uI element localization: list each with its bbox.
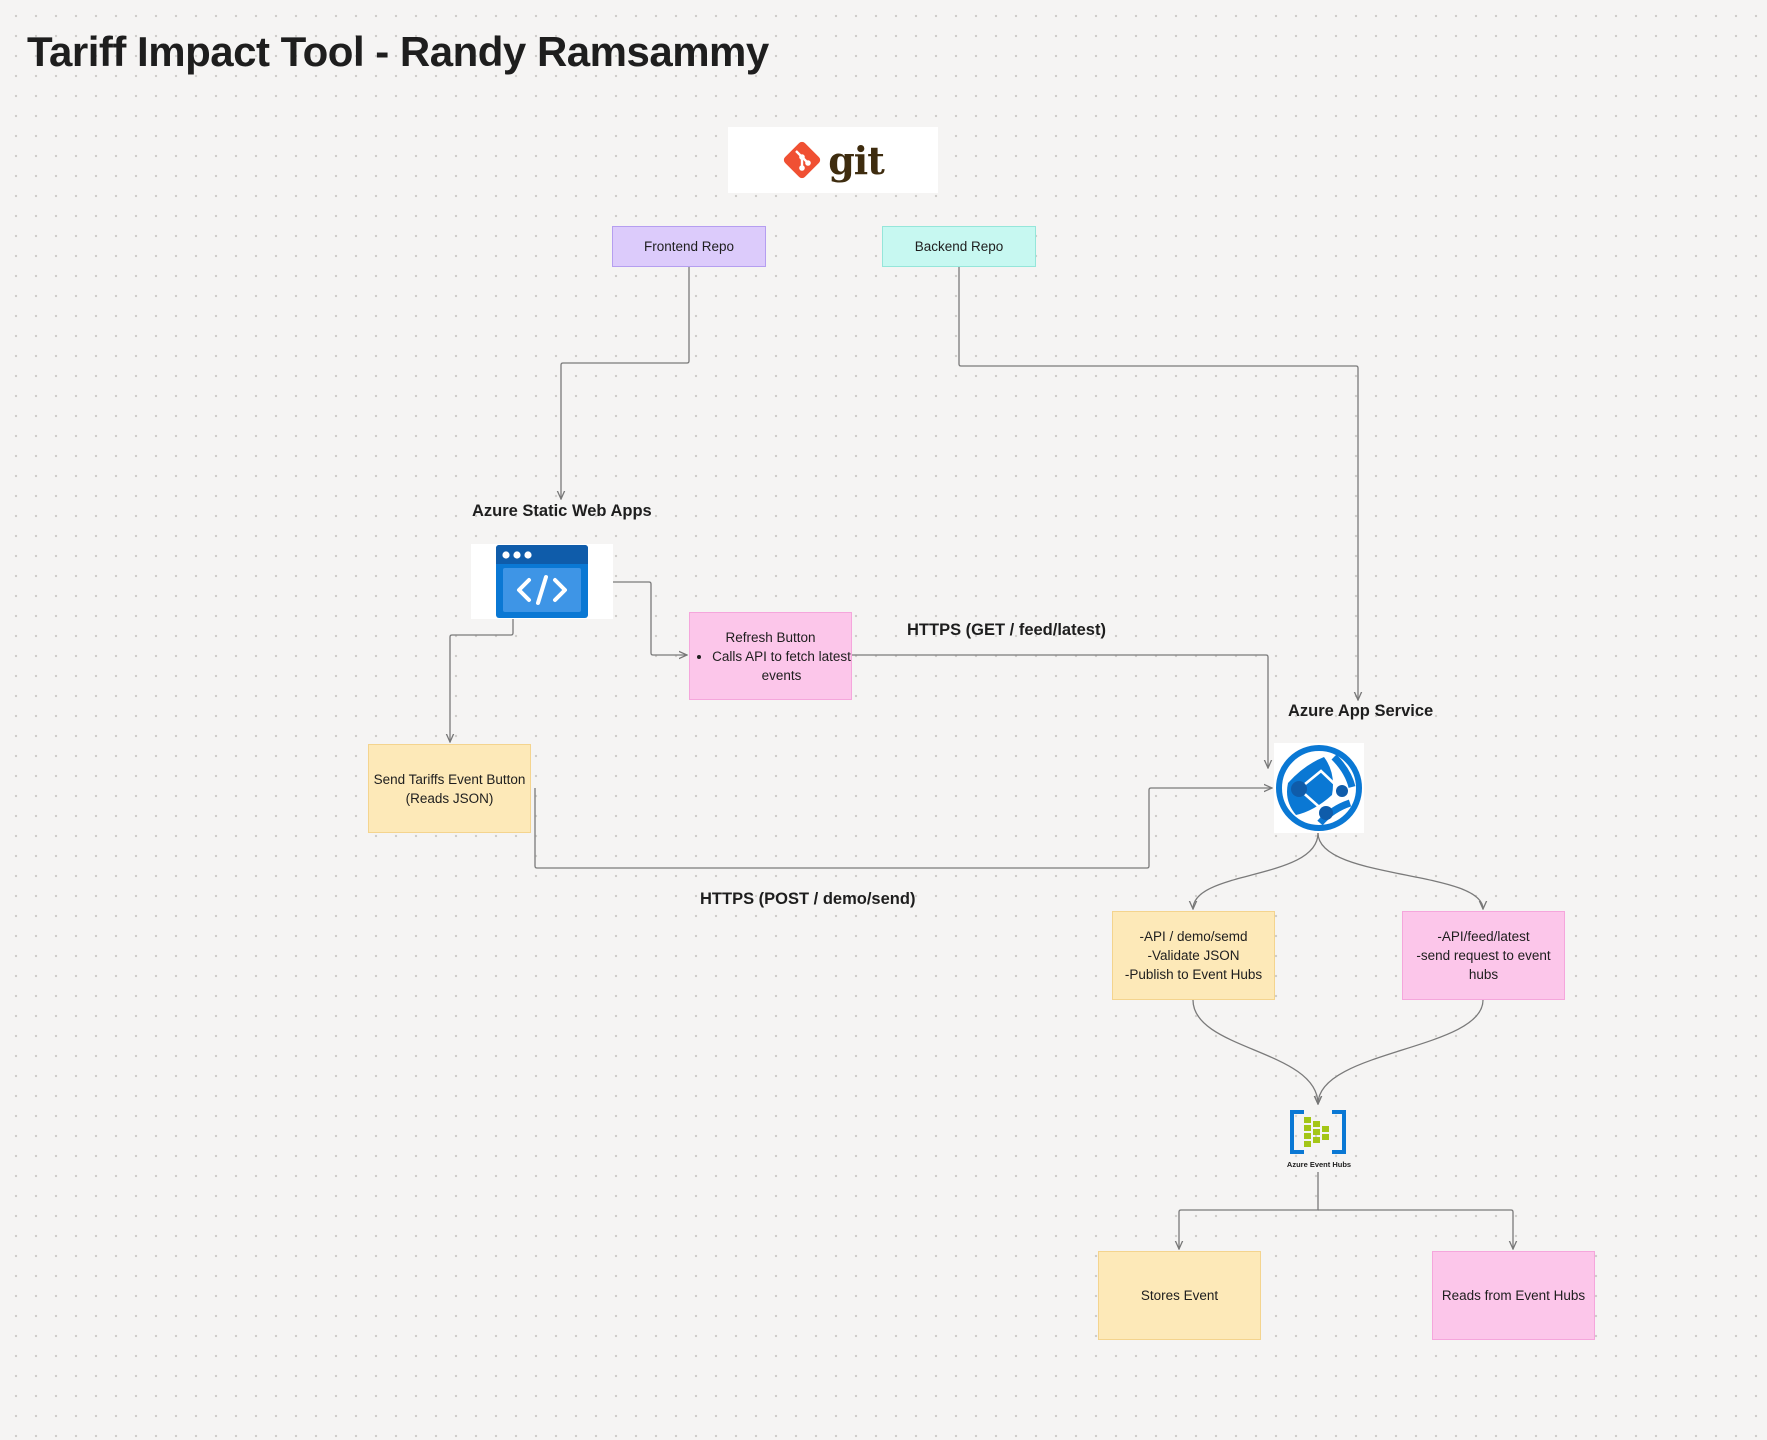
connector-static-web-apps-to-refresh[interactable] xyxy=(613,581,687,655)
git-wordmark: git xyxy=(828,137,885,183)
connector-send-button-to-app-service[interactable] xyxy=(534,788,1272,869)
app-service-icon xyxy=(1276,745,1362,831)
connector-static-web-apps-to-send-button[interactable] xyxy=(450,619,514,742)
connector-app-service-to-api-feed[interactable] xyxy=(1317,832,1483,909)
connector-api-feed-to-event-hubs[interactable] xyxy=(1318,999,1484,1104)
event-hubs-node[interactable] xyxy=(1286,1106,1350,1170)
connector-api-demo-to-event-hubs[interactable] xyxy=(1192,999,1318,1104)
api-feed-sticky[interactable]: -API/feed/latest -send request to event … xyxy=(1402,911,1565,1000)
api-demo-line: -Publish to Event Hubs xyxy=(1124,967,1263,982)
api-demo-line: -Validate JSON xyxy=(1147,948,1240,963)
reads-event-hubs-sticky[interactable]: Reads from Event Hubs xyxy=(1432,1251,1595,1340)
connector-backend-to-app-service[interactable] xyxy=(958,267,1358,700)
stores-event-sticky[interactable]: Stores Event xyxy=(1098,1251,1261,1340)
refresh-bullet-list: Calls API to fetch latest events xyxy=(690,647,851,685)
git-logo-icon xyxy=(784,141,821,179)
https-post-label: HTTPS (POST / demo/send) xyxy=(700,890,916,908)
api-demo-line: -API / demo/semd xyxy=(1139,929,1248,944)
board-title: Tariff Impact Tool - Randy Ramsammy xyxy=(27,28,769,75)
https-get-label: HTTPS (GET / feed/latest) xyxy=(907,621,1106,639)
backend-repo-node[interactable]: Backend Repo xyxy=(882,226,1036,267)
app-service-node[interactable] xyxy=(1274,743,1364,833)
frontend-repo-node[interactable]: Frontend Repo xyxy=(612,226,766,267)
refresh-bullet: Calls API to fetch latest events xyxy=(712,647,851,685)
refresh-button-sticky[interactable]: Refresh Button Calls API to fetch latest… xyxy=(689,612,852,700)
api-demo-sticky[interactable]: -API / demo/semd -Validate JSON -Publish… xyxy=(1112,911,1275,1000)
static-web-apps-icon xyxy=(496,545,588,618)
connector-app-service-to-api-demo[interactable] xyxy=(1193,832,1319,909)
send-tariffs-sticky[interactable]: Send Tariffs Event Button (Reads JSON) xyxy=(368,744,531,833)
refresh-title: Refresh Button xyxy=(725,629,816,645)
connector-refresh-to-app-service[interactable] xyxy=(852,654,1268,768)
api-feed-line: -API/feed/latest xyxy=(1437,929,1530,944)
event-hubs-icon xyxy=(1290,1110,1346,1154)
connector-event-hubs-to-stores[interactable] xyxy=(1179,1172,1319,1249)
git-logo: git xyxy=(728,127,938,193)
connector-frontend-to-static-web-apps[interactable] xyxy=(561,267,690,499)
connector-event-hubs-to-reads[interactable] xyxy=(1318,1209,1513,1249)
app-service-label: Azure App Service xyxy=(1288,702,1434,720)
api-feed-line: -send request to event hubs xyxy=(1416,948,1551,982)
static-web-apps-label: Azure Static Web Apps xyxy=(472,502,652,520)
static-web-apps-node[interactable] xyxy=(471,544,613,619)
event-hubs-label: Azure Event Hubs xyxy=(1286,1160,1352,1169)
